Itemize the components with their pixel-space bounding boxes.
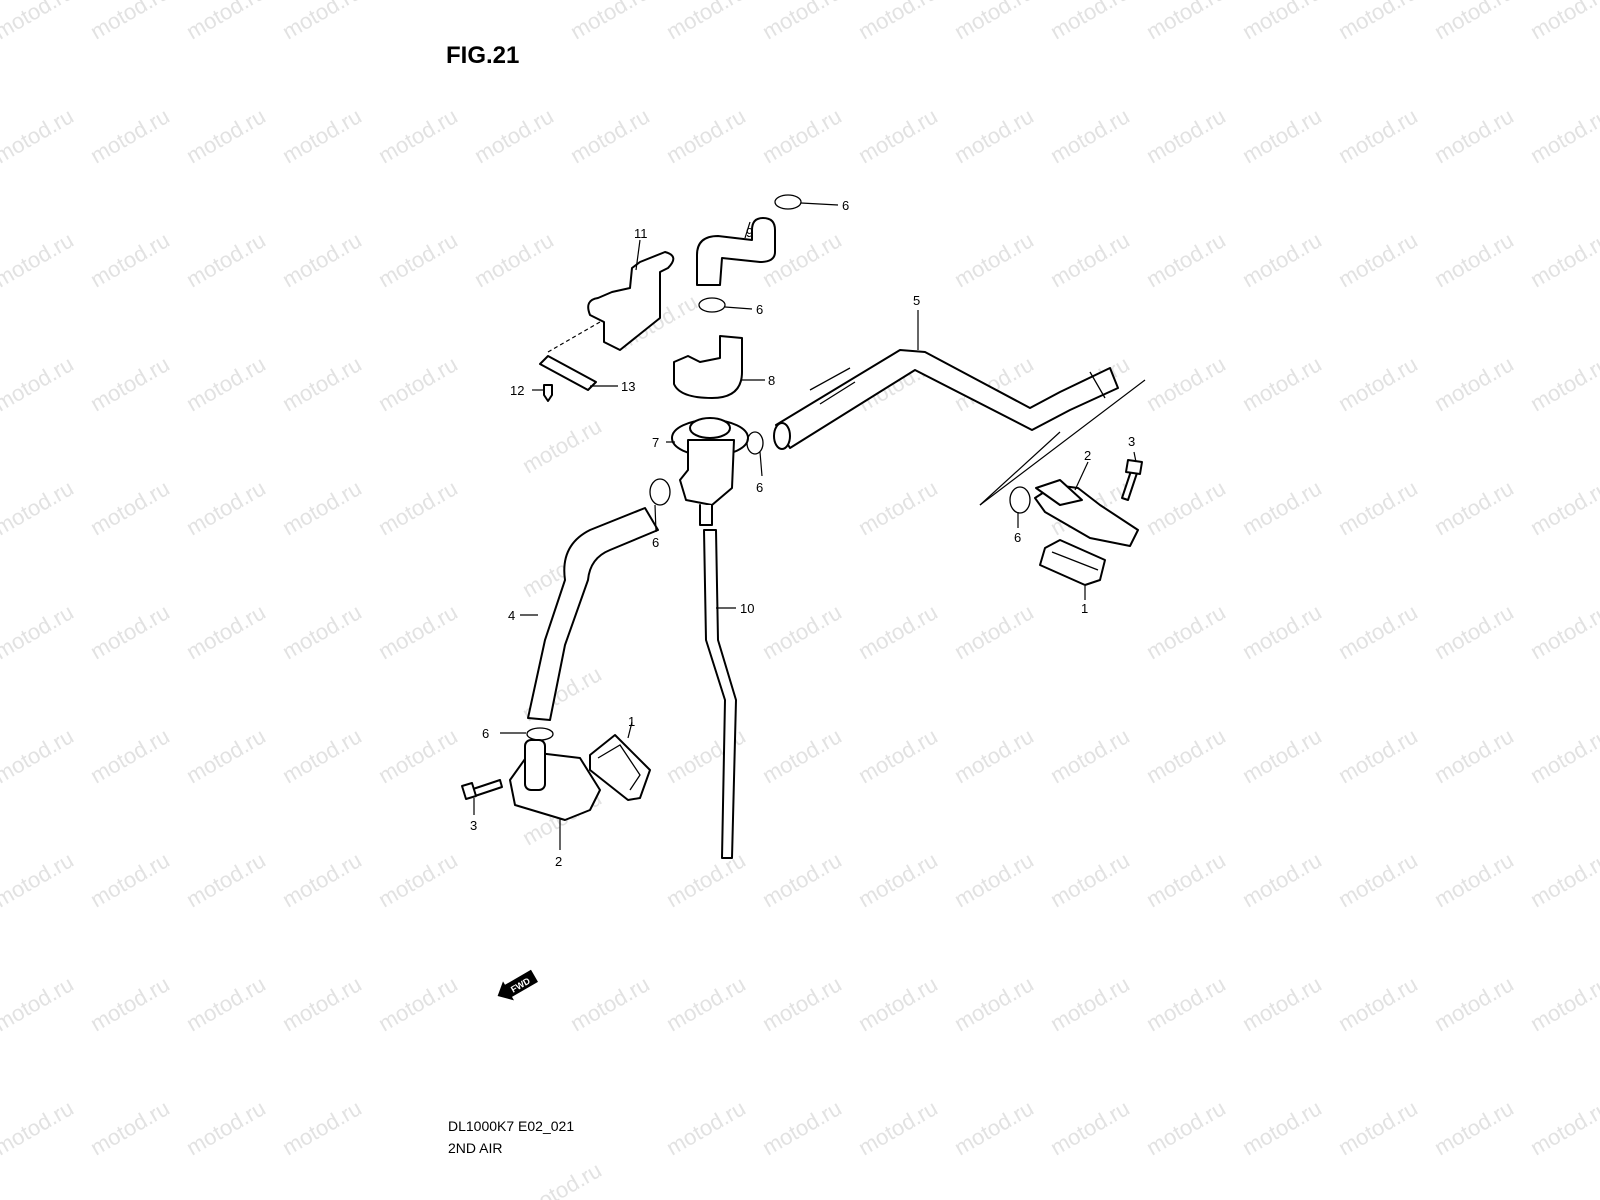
- part-6-clamp[interactable]: [1009, 486, 1031, 514]
- part-6-clamp[interactable]: [526, 727, 554, 741]
- part-11-bracket[interactable]: [587, 251, 675, 351]
- callout-6: 6: [842, 198, 849, 213]
- callout-7: 7: [652, 435, 659, 450]
- callout-6: 6: [1014, 530, 1021, 545]
- part-8-cover[interactable]: [673, 335, 743, 399]
- callout-6: 6: [756, 480, 763, 495]
- callout-4: 4: [508, 608, 515, 623]
- part-12-screw[interactable]: [543, 384, 553, 402]
- callout-11: 11: [634, 226, 648, 241]
- part-1-reed-valve[interactable]: [1039, 539, 1106, 586]
- callout-3: 3: [470, 818, 477, 833]
- part-4-hose[interactable]: [527, 507, 659, 721]
- part-6-clamp[interactable]: [649, 478, 671, 506]
- part-5-hose[interactable]: [775, 349, 1119, 449]
- fwd-arrow-icon: FWD: [497, 969, 538, 1001]
- figure-title: FIG.21: [446, 42, 520, 69]
- callout-1: 1: [1081, 601, 1088, 616]
- part-6-clamp[interactable]: [746, 431, 764, 455]
- part-2-reed-cover[interactable]: [509, 751, 601, 821]
- callout-6: 6: [482, 726, 489, 741]
- callout-2: 2: [1084, 448, 1091, 463]
- section-name: 2ND AIR: [448, 1140, 503, 1156]
- part-1-reed-valve[interactable]: [589, 734, 651, 801]
- callout-5: 5: [913, 293, 920, 308]
- callout-6: 6: [756, 302, 763, 317]
- diagram-code: DL1000K7 E02_021: [448, 1118, 575, 1134]
- part-6-clamp[interactable]: [698, 297, 726, 313]
- callout-8: 8: [768, 373, 775, 388]
- callout-6: 6: [652, 535, 659, 550]
- part-10-hose[interactable]: [703, 529, 737, 859]
- callout-12: 12: [510, 383, 524, 398]
- callout-10: 10: [740, 601, 754, 616]
- callout-1: 1: [628, 714, 635, 729]
- callout-2: 2: [555, 854, 562, 869]
- part-9-hose[interactable]: [696, 217, 776, 286]
- part-13-plate[interactable]: [539, 355, 597, 391]
- callout-13: 13: [621, 379, 635, 394]
- callout-9: 9: [746, 225, 753, 240]
- part-6-clamp[interactable]: [774, 194, 802, 210]
- callout-3: 3: [1128, 434, 1135, 449]
